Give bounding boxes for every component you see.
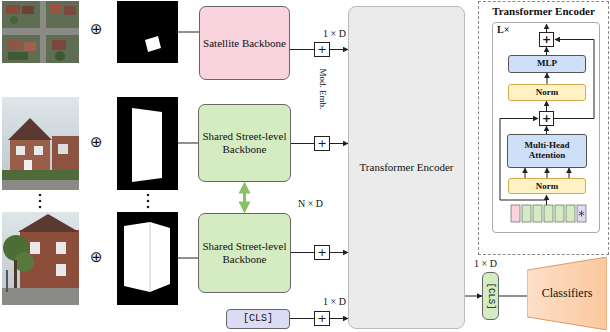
connector xyxy=(330,318,348,319)
node-text: + xyxy=(317,313,326,324)
connector-line xyxy=(546,47,547,55)
token-box: [CLS] xyxy=(482,272,499,320)
connector-line xyxy=(499,296,527,297)
embedding-label: Mod. Emb. xyxy=(317,59,327,119)
add-box: + xyxy=(314,42,330,57)
dimension-label: 1 × D xyxy=(323,28,346,39)
node-text: [CLS] xyxy=(485,282,495,309)
layer-stack: L×+MLPNorm+Multi-Head AttentionNorm xyxy=(492,22,600,233)
norm-box: Norm xyxy=(508,178,586,194)
connector-line xyxy=(330,49,348,50)
connector-line xyxy=(546,101,547,111)
street-photo xyxy=(2,97,79,190)
node-text: Satellite Backbone xyxy=(203,37,286,50)
connector-line xyxy=(546,126,547,134)
token-strip xyxy=(511,205,586,222)
node-text: Norm xyxy=(536,87,559,97)
node-text: [CLS] xyxy=(243,313,273,325)
connector-line xyxy=(290,49,314,50)
operator-symbol: ⊕ xyxy=(90,134,103,151)
connector-line xyxy=(547,73,548,84)
continuation-dots xyxy=(39,194,150,209)
connector xyxy=(499,296,527,297)
connector xyxy=(291,252,314,253)
connector xyxy=(291,143,314,144)
dimension-label: N × D xyxy=(298,198,323,209)
connector xyxy=(330,143,348,144)
inset-panel: Transformer EncoderL× + MLP Norm + Multi-Head… xyxy=(478,1,609,255)
connector xyxy=(290,318,314,319)
connector xyxy=(546,126,547,134)
node-text: Classifiers xyxy=(542,287,593,301)
connector xyxy=(525,168,569,178)
backbone-box: Satellite Backbone xyxy=(199,6,290,80)
node-text: + xyxy=(542,34,551,45)
connector xyxy=(465,296,482,297)
add-box: + xyxy=(314,311,330,326)
operator-symbol: ⊕ xyxy=(90,21,103,38)
node-text: MLP xyxy=(537,59,557,69)
connector xyxy=(546,101,547,111)
mlp-box: MLP xyxy=(508,55,586,73)
connector xyxy=(330,49,348,50)
satellite-photo xyxy=(2,1,79,63)
connector xyxy=(554,40,594,119)
connector-line xyxy=(330,252,348,253)
connector-line xyxy=(525,168,526,178)
node-text: + xyxy=(317,138,326,149)
connector xyxy=(546,47,547,55)
node-text: Transformer Encoder xyxy=(360,161,454,174)
connector xyxy=(290,49,314,50)
node-text: Shared Street-level Backbone xyxy=(199,240,290,265)
connector xyxy=(547,73,548,84)
connector-line xyxy=(291,143,314,144)
node-text: + xyxy=(317,247,326,258)
connector-line xyxy=(465,296,482,297)
backbone-box: Shared Street-level Backbone xyxy=(198,213,291,293)
encoder-box: Transformer Encoder xyxy=(348,6,465,329)
norm-box: Norm xyxy=(508,84,586,101)
node-text: + xyxy=(317,44,326,55)
node-text: Transformer Encoder xyxy=(492,5,595,18)
node-text: L× xyxy=(497,24,509,36)
dimension-label: 1 × D xyxy=(323,296,346,307)
connector-line xyxy=(243,184,246,211)
connector xyxy=(244,184,245,211)
token-box: [CLS] xyxy=(226,309,290,329)
add-box: + xyxy=(314,245,330,260)
node-text: Shared Street-level Backbone xyxy=(199,130,290,155)
connector-line xyxy=(547,168,548,178)
node-text: + xyxy=(542,113,551,124)
street-photo xyxy=(2,212,79,305)
feed-line xyxy=(178,32,199,258)
connector-line xyxy=(291,252,314,253)
mask-image xyxy=(117,1,178,305)
connector-line xyxy=(569,168,570,178)
connector-line xyxy=(290,318,314,319)
add-box: + xyxy=(314,136,330,151)
classifier-shape: Classifiers xyxy=(527,257,607,330)
connector-line xyxy=(330,318,348,319)
connector-line xyxy=(330,143,348,144)
connector-line xyxy=(554,40,594,119)
backbone-box: Shared Street-level Backbone xyxy=(198,104,291,182)
operator-symbol: ⊕ xyxy=(90,249,103,266)
node-text: Multi-Head Attention xyxy=(508,141,586,161)
attention-box: Multi-Head Attention xyxy=(507,134,587,168)
add-box: + xyxy=(539,111,554,126)
add-box: + xyxy=(539,32,554,47)
dimension-label: 1 × D xyxy=(474,258,497,269)
node-text: Norm xyxy=(536,181,559,191)
connector xyxy=(330,252,348,253)
